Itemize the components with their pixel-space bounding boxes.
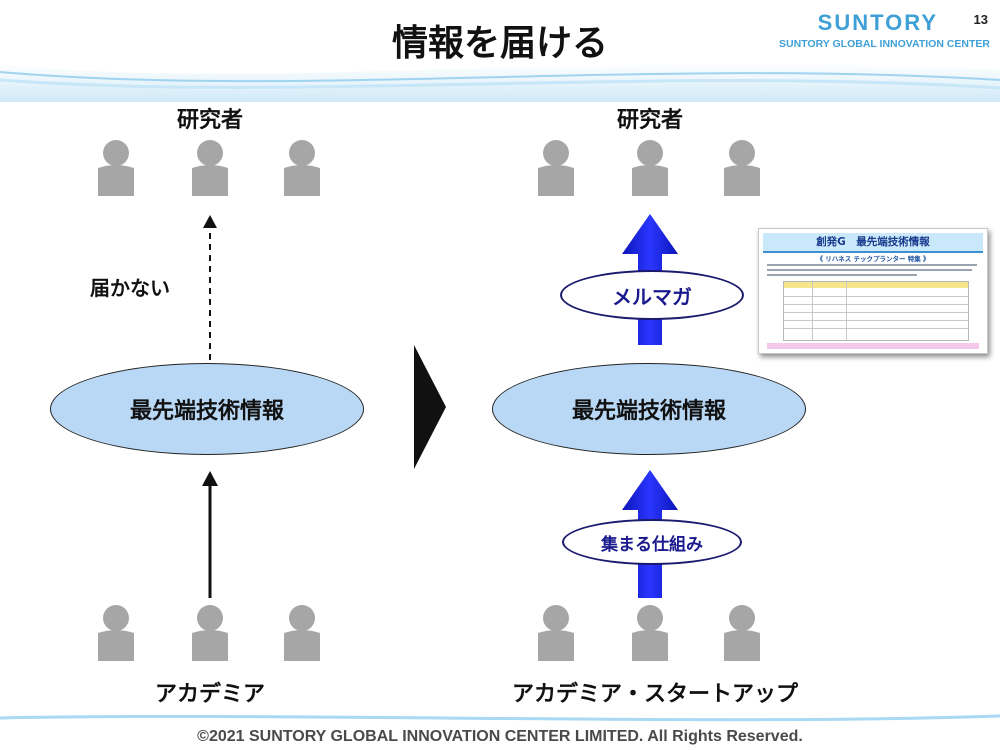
thumbnail-table-rule <box>784 296 968 297</box>
left-researchers-group <box>98 140 320 196</box>
brand-logo: SUNTORY <box>817 10 938 35</box>
person-icon <box>538 605 574 661</box>
thumbnail-table-rule <box>846 282 847 340</box>
right-top-label: 研究者 <box>616 108 683 133</box>
person-icon <box>538 140 574 196</box>
person-icon <box>192 605 228 661</box>
thumbnail-text-line <box>767 269 972 271</box>
right-bottom-label: アカデミア・スタートアップ <box>511 682 798 707</box>
newsletter-pill: メルマガ <box>560 270 744 320</box>
left-center-text: 最先端技術情報 <box>129 399 284 424</box>
right-center-ellipse: 最先端技術情報 <box>492 363 806 455</box>
page-title: 情報を届ける <box>391 23 608 64</box>
thumbnail-table <box>783 281 969 341</box>
person-icon <box>284 140 320 196</box>
thumbnail-table-rule <box>784 312 968 313</box>
thumbnail-table-rule <box>784 304 968 305</box>
thumbnail-table-rule <box>784 328 968 329</box>
person-icon <box>724 140 760 196</box>
right-center-text: 最先端技術情報 <box>571 399 726 424</box>
newsletter-thumbnail-subtitle: 《 リハネス テックプランター 特集 》 <box>816 255 930 263</box>
left-top-label: 研究者 <box>176 108 243 133</box>
person-icon <box>724 605 760 661</box>
newsletter-thumbnail: 創発G 最先端技術情報 《 リハネス テックプランター 特集 》 <box>758 228 988 354</box>
person-icon <box>98 140 134 196</box>
thumbnail-table-rule <box>812 282 813 340</box>
footer-wave <box>0 714 1000 722</box>
newsletter-thumbnail-title: 創発G 最先端技術情報 <box>763 233 983 253</box>
person-icon <box>632 605 668 661</box>
thumbnail-text-line <box>767 264 977 266</box>
left-solid-arrow <box>202 471 218 598</box>
thumbnail-text-line <box>767 274 917 276</box>
copyright-footer: ©2021 SUNTORY GLOBAL INNOVATION CENTER L… <box>197 728 803 745</box>
page-number: 13 <box>973 12 988 27</box>
person-icon <box>284 605 320 661</box>
thumbnail-table-rule <box>784 320 968 321</box>
right-academia-startup-group <box>538 605 760 661</box>
left-bottom-label: アカデミア <box>154 682 265 707</box>
thumbnail-footer-bar <box>767 343 979 349</box>
collection-system-pill-text: 集まる仕組み <box>601 534 703 555</box>
not-delivered-label: 届かない <box>90 276 170 300</box>
person-icon <box>98 605 134 661</box>
right-researchers-group <box>538 140 760 196</box>
person-icon <box>192 140 228 196</box>
thumbnail-table-header <box>784 282 968 288</box>
header-wave <box>0 63 1000 102</box>
person-icon <box>632 140 668 196</box>
left-dashed-arrow <box>203 215 217 380</box>
brand-subtitle: SUNTORY GLOBAL INNOVATION CENTER <box>779 38 990 50</box>
collection-system-pill: 集まる仕組み <box>562 519 742 565</box>
newsletter-pill-text: メルマガ <box>612 284 692 309</box>
left-academia-group <box>98 605 320 661</box>
left-center-ellipse: 最先端技術情報 <box>50 363 364 455</box>
transition-chevron <box>414 345 446 469</box>
